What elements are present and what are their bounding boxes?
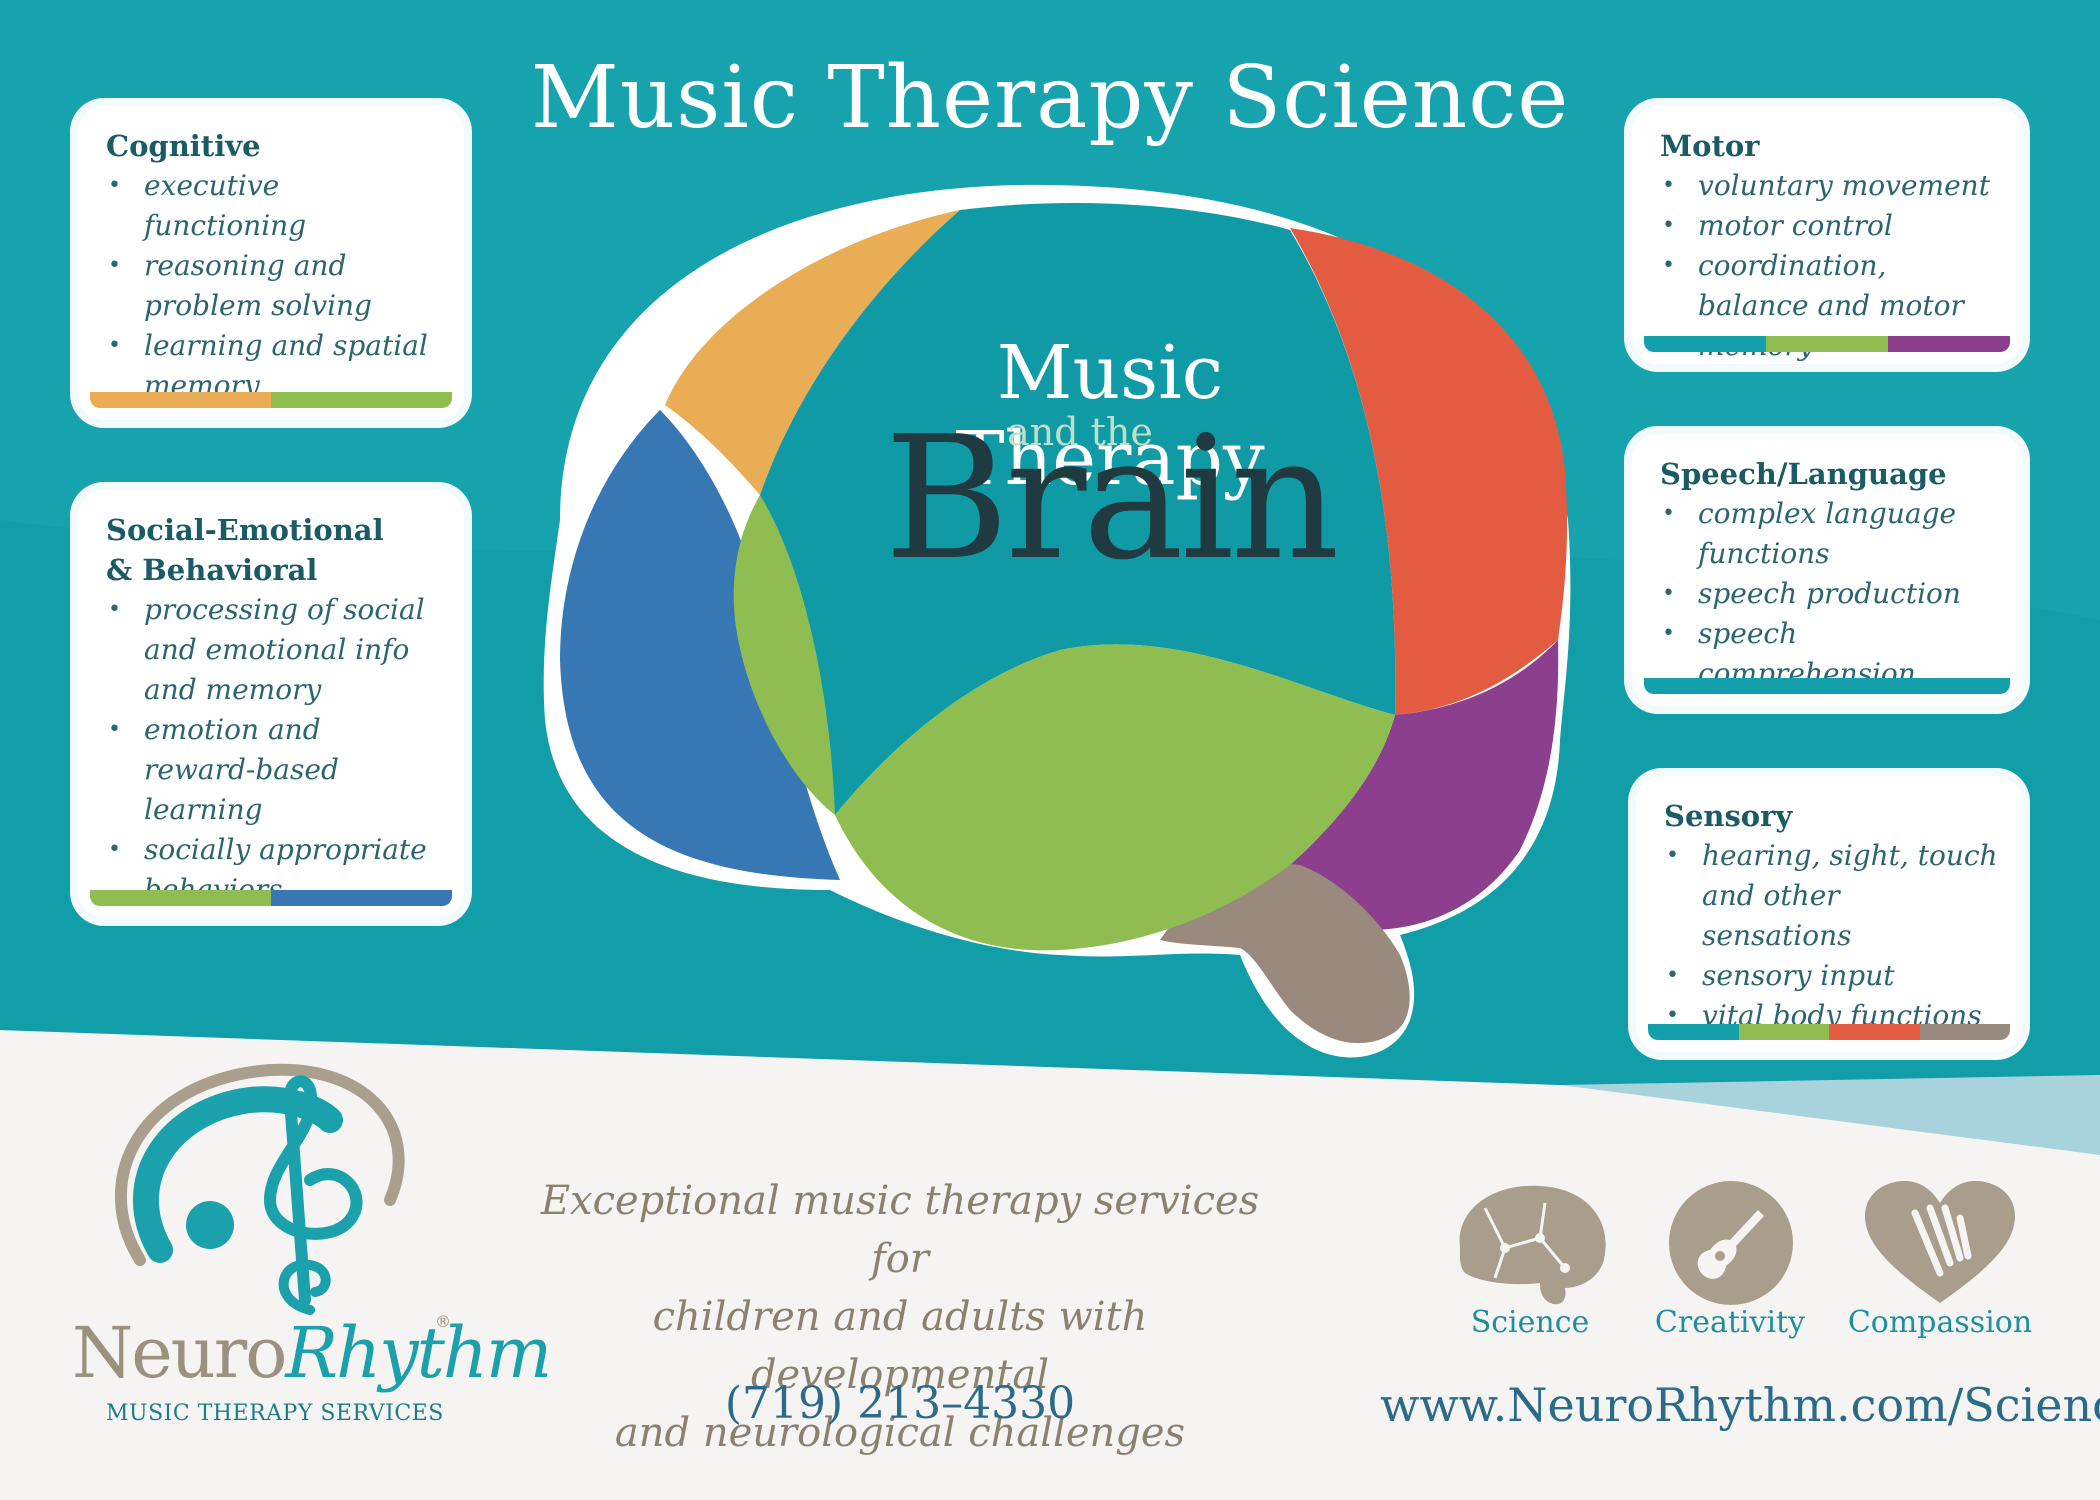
list-item: processing of social and emotional info … (106, 590, 440, 710)
logo-subtitle: MUSIC THERAPY SERVICES (106, 1401, 444, 1426)
card-list: hearing, sight, touch and other sensatio… (1664, 836, 1998, 1036)
card-heading: Cognitive (106, 129, 261, 163)
color-segment (1738, 1024, 1829, 1040)
logo-word-a: Neuro (72, 1312, 287, 1394)
logo-word-b: Rhythm (285, 1312, 552, 1394)
icon-label-compassion: Compassion (1847, 1305, 2033, 1340)
card-list: executive functioning reasoning and prob… (106, 166, 440, 406)
list-item: complex language functions (1660, 494, 1998, 574)
phone-number[interactable]: (719) 213–4330 (724, 1378, 1076, 1429)
color-strip (90, 392, 452, 408)
color-segment (90, 890, 271, 906)
card-list: complex language functions speech produc… (1660, 494, 1998, 694)
list-item: motor control (1660, 206, 1998, 246)
icon-label-creativity: Creativity (1654, 1305, 1806, 1340)
card-heading: Sensory (1664, 799, 1793, 833)
color-segment (1829, 1024, 1920, 1040)
icon-label-science: Science (1470, 1305, 1590, 1340)
card-heading: Motor (1660, 129, 1760, 163)
card-motor: Motor voluntary movement motor control c… (1632, 106, 2022, 364)
color-segment (271, 890, 452, 906)
brain-heading-line2: and the (1007, 410, 1153, 454)
card-cognitive: Cognitive executive functioning reasonin… (78, 106, 464, 420)
card-sensory: Sensory hearing, sight, touch and other … (1636, 776, 2022, 1052)
card-heading-line1: Social-Emotional (106, 513, 384, 547)
logo-wordmark: NeuroRhythm (72, 1312, 552, 1394)
color-strip (90, 890, 452, 906)
color-segment (1648, 1024, 1739, 1040)
list-item: reasoning and problem solving (106, 246, 440, 326)
heart-hand-icon (1865, 1181, 2015, 1303)
brain-icon (1459, 1185, 1606, 1305)
card-heading-line2: & Behavioral (106, 553, 318, 587)
color-strip (1644, 336, 2010, 352)
tagline-line: and neurological challenges (614, 1410, 1186, 1456)
list-item: hearing, sight, touch and other sensatio… (1664, 836, 1998, 956)
brain-heading-line3: Brain (884, 400, 1339, 598)
registered-mark: ® (435, 1312, 451, 1331)
card-speech-language: Speech/Language complex language functio… (1632, 434, 2022, 706)
color-strip (1644, 678, 2010, 694)
treble-clef-logo-icon (114, 1063, 405, 1315)
color-strip (1648, 1024, 2010, 1040)
list-item: sensory input (1664, 956, 1998, 996)
tagline: Exceptional music therapy services for c… (520, 1172, 1280, 1462)
list-item: emotion and reward-based learning (106, 710, 440, 830)
color-segment (271, 392, 452, 408)
card-heading: Speech/Language (1660, 457, 1947, 491)
card-list: voluntary movement motor control coordin… (1660, 166, 1998, 364)
tagline-line: Exceptional music therapy services for (540, 1178, 1260, 1282)
color-segment (1644, 678, 2010, 694)
page-title: Music Therapy Science (530, 48, 1570, 148)
list-item: executive functioning (106, 166, 440, 246)
tagline-line: children and adults with developmental (652, 1294, 1148, 1398)
color-segment (90, 392, 271, 408)
color-segment (1919, 1024, 2010, 1040)
card-list: processing of social and emotional info … (106, 590, 440, 910)
color-segment (1888, 336, 2010, 352)
list-item: speech production (1660, 574, 1998, 614)
list-item: voluntary movement (1660, 166, 1998, 206)
brain-heading-line1: Music Therapy (955, 330, 1265, 502)
color-segment (1766, 336, 1888, 352)
guitar-icon (1669, 1181, 1793, 1305)
color-segment (1644, 336, 1766, 352)
website-link[interactable]: www.NeuroRhythm.com/Science (1380, 1378, 2100, 1432)
card-social-emotional: Social-Emotional & Behavioral processing… (78, 490, 464, 918)
